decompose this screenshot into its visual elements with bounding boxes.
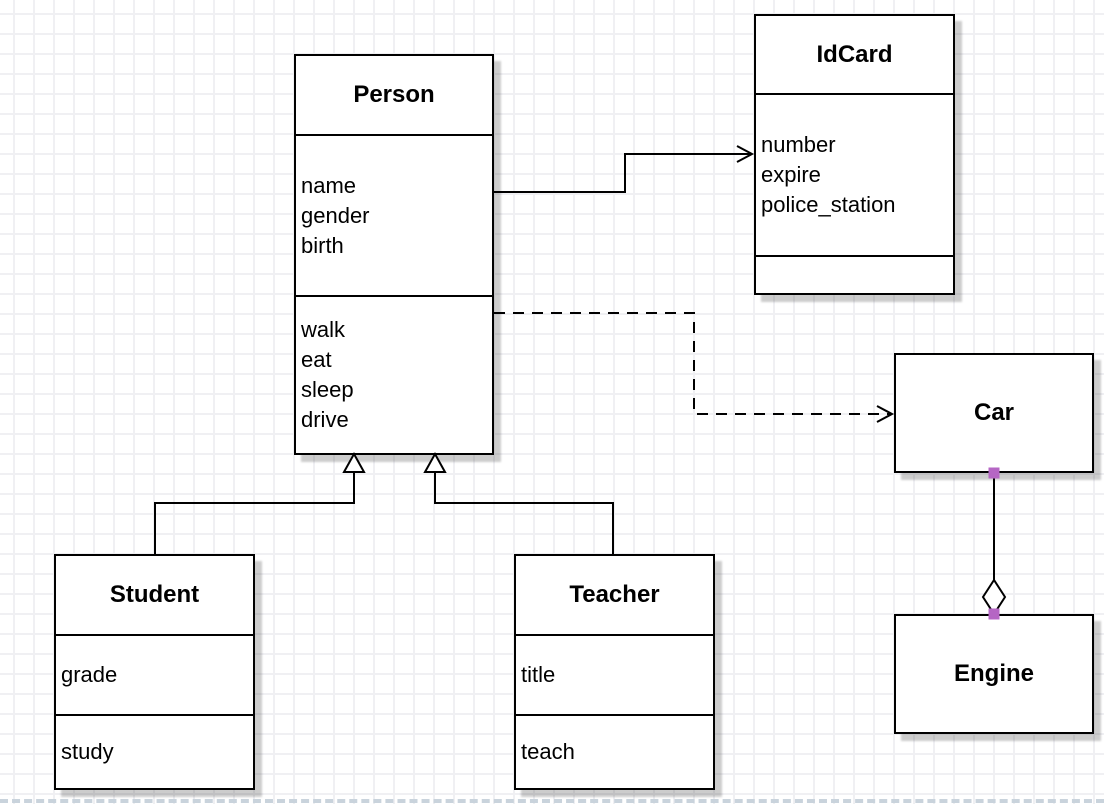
methods-section-student: study <box>56 714 253 788</box>
class-title-car: Car <box>973 399 1015 426</box>
methods-section-idcard <box>756 255 953 293</box>
attributes-section-teacher: title <box>516 634 713 714</box>
edge-student-person[interactable] <box>154 451 366 554</box>
method-row[interactable]: eat <box>301 347 332 372</box>
method-row[interactable]: study <box>61 739 114 764</box>
attributes-section-person: name gender birth <box>296 134 492 295</box>
class-box-engine[interactable]: Engine <box>894 614 1094 734</box>
edge-person-car[interactable] <box>494 312 895 423</box>
class-title-student: Student <box>109 581 200 608</box>
class-title-idcard: IdCard <box>816 40 893 68</box>
attribute-row[interactable]: name <box>301 172 357 198</box>
class-box-teacher[interactable]: Teacher title teach <box>514 554 715 790</box>
method-row[interactable]: walk <box>301 317 346 342</box>
attribute-row[interactable]: title <box>521 662 556 687</box>
class-title-person: Person <box>353 81 435 108</box>
class-box-student[interactable]: Student grade study <box>54 554 255 790</box>
edge-person-idcard[interactable] <box>494 145 755 193</box>
method-row[interactable]: teach <box>521 739 575 764</box>
attributes-section-idcard: number expire police_station <box>756 93 953 255</box>
methods-section-teacher: teach <box>516 714 713 788</box>
attribute-row[interactable]: birth <box>301 232 344 258</box>
class-box-idcard[interactable]: IdCard number expire police_station <box>754 14 955 295</box>
class-title-engine: Engine <box>953 660 1034 687</box>
attribute-row[interactable]: grade <box>61 662 118 687</box>
edge-car-engine[interactable] <box>981 467 1007 620</box>
attribute-row[interactable]: gender <box>301 202 370 228</box>
class-title-teacher: Teacher <box>569 581 660 608</box>
methods-section-person: walk eat sleep drive <box>296 295 492 453</box>
attribute-row[interactable]: police_station <box>761 192 896 217</box>
page-break-line <box>0 799 1104 803</box>
class-box-person[interactable]: Person name gender birth walk eat sleep drive <box>294 54 494 455</box>
edge-teacher-person[interactable] <box>423 451 614 554</box>
attributes-section-student: grade <box>56 634 253 714</box>
attribute-row[interactable]: number <box>761 132 836 157</box>
attribute-row[interactable]: expire <box>761 162 821 187</box>
class-box-car[interactable]: Car <box>894 353 1094 473</box>
method-row[interactable]: drive <box>301 407 349 432</box>
method-row[interactable]: sleep <box>301 377 354 402</box>
